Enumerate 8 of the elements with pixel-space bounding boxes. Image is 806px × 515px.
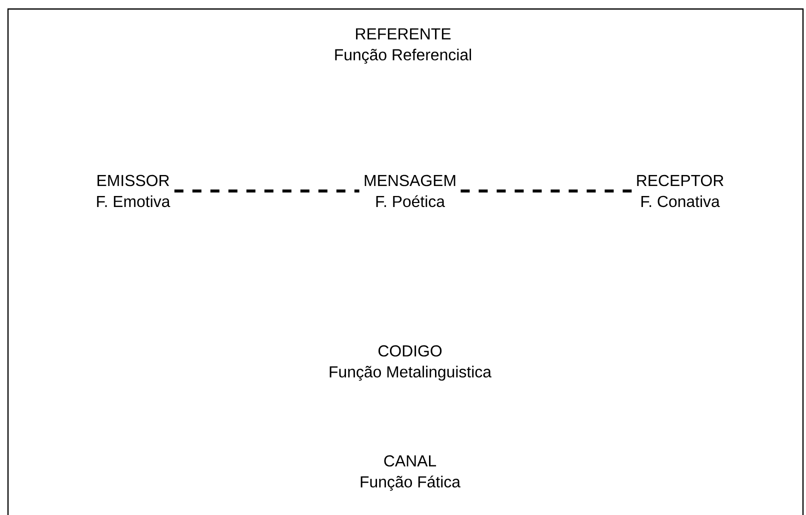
text-label: REFERENTE Função Referencial (335, 28, 471, 64)
text-label: EMISSOR F. Emotiva (97, 174, 170, 208)
text-label: RECEPTOR F. Conativa (637, 174, 724, 208)
text-label: MENSAGEM F. Poética (364, 174, 456, 208)
dashed-line (460, 190, 632, 192)
text-label: CODIGO Função Metalinguistica (330, 345, 492, 381)
text-label: CANAL Função Fática (360, 455, 460, 491)
dashed-line (174, 190, 360, 192)
